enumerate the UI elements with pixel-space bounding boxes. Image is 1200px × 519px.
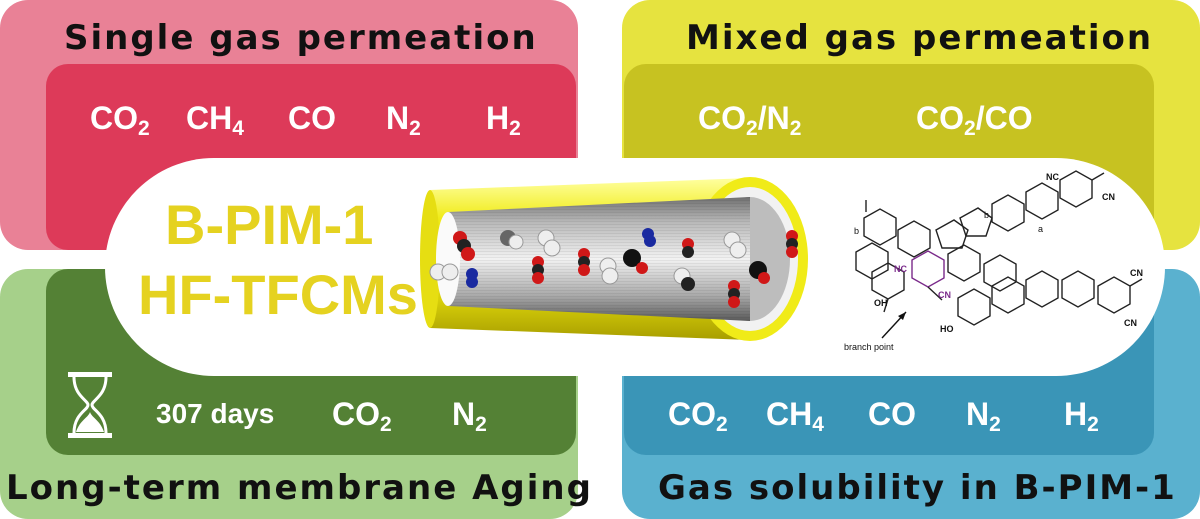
aging-n2: N2 <box>452 396 487 436</box>
single-gas-co: CO <box>288 100 336 136</box>
single-gas-n2: N2 <box>386 100 421 140</box>
hollow-fiber-illustration <box>420 177 808 341</box>
aging-co2: CO2 <box>332 396 392 436</box>
mixed-gas-title: Mixed gas permeation <box>686 18 1154 58</box>
label-a1: a <box>1038 224 1043 234</box>
mixed-gas-co2-co: CO2/CO <box>916 100 1033 140</box>
single-gas-ch4: CH4 <box>186 100 244 140</box>
label-cn-right2: CN <box>1124 318 1137 328</box>
solubility-n2: N2 <box>966 396 1001 436</box>
mixed-gas-co2-n2: CO2/N2 <box>698 100 802 140</box>
solubility-h2: H2 <box>1064 396 1099 436</box>
label-b1: b <box>984 210 989 220</box>
label-ho-mid: HO <box>940 324 954 334</box>
solubility-ch4: CH4 <box>766 396 824 436</box>
solubility-co2: CO2 <box>668 396 728 436</box>
label-nc-top: NC <box>1046 172 1059 182</box>
center-title-line2: HF-TFCMs <box>138 263 418 326</box>
aging-duration: 307 days <box>156 398 275 429</box>
label-nc-mid: NC <box>894 264 907 274</box>
label-cn-mid: CN <box>938 290 951 300</box>
label-branch-point: branch point <box>844 342 894 352</box>
label-cn-top: CN <box>1102 192 1115 202</box>
hourglass-icon <box>68 372 112 438</box>
label-b2: b <box>854 226 859 236</box>
bpim1-structure: NC CN a b b NC CN OH HO CN CN branch poi… <box>844 170 1143 352</box>
single-gas-title: Single gas permeation <box>64 18 538 58</box>
solubility-co: CO <box>868 396 916 432</box>
label-oh-left: OH <box>874 298 888 308</box>
solubility-title: Gas solubility in B-PIM-1 <box>658 468 1177 508</box>
single-gas-co2: CO2 <box>90 100 150 140</box>
single-gas-h2: H2 <box>486 100 521 140</box>
center-title-line1: B-PIM-1 <box>165 193 374 256</box>
label-cn-right1: CN <box>1130 268 1143 278</box>
aging-title: Long-term membrane Aging <box>6 468 593 508</box>
